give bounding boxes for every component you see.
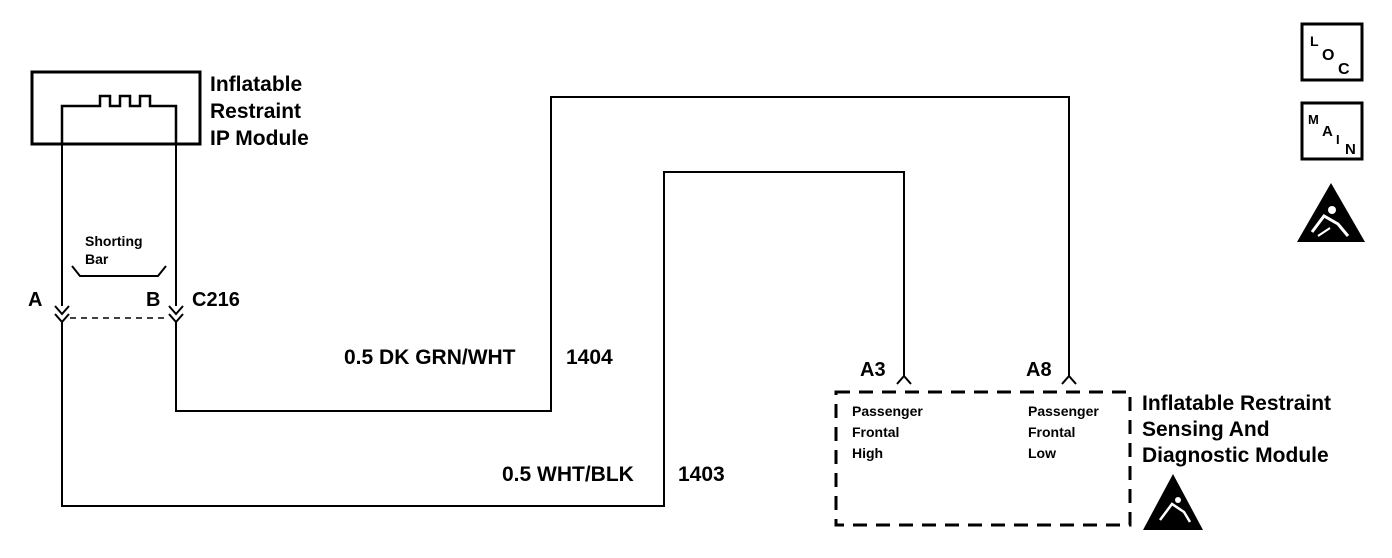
main-letter-m: M [1308, 112, 1319, 127]
connector-name: C216 [192, 289, 240, 311]
pin-a8-chevron [1061, 374, 1077, 385]
pin-a3-label: A3 [860, 359, 886, 381]
pin-b-label: B [146, 289, 160, 311]
ip-module-box[interactable] [30, 70, 202, 146]
sdm-label-3: Diagnostic Module [1142, 444, 1329, 467]
pin-a8-desc-1: Passenger [1028, 403, 1099, 419]
sdm-box[interactable] [834, 390, 1132, 527]
ip-module-label-2: Restraint [210, 100, 301, 123]
main-letter-i: I [1336, 132, 1340, 147]
wire-1404-circuit: 1404 [566, 346, 613, 369]
main-letter-n: N [1345, 141, 1356, 158]
shorting-bar-label-1: Shorting [85, 233, 143, 249]
wire-1403[interactable] [61, 171, 905, 507]
sdm-label-1: Inflatable Restraint [1142, 392, 1331, 415]
loc-letter-c: C [1338, 61, 1350, 78]
loc-letter-l: L [1310, 33, 1319, 49]
pin-a8-label: A8 [1026, 359, 1052, 381]
pin-a-label: A [28, 289, 42, 311]
loc-letter-o: O [1322, 47, 1334, 64]
loc-icon[interactable]: L O C [1300, 22, 1364, 82]
connector-b-chevron [168, 305, 184, 324]
pin-a3-desc-3: High [852, 445, 883, 461]
pin-a3-chevron [896, 374, 912, 385]
wire-1403-gauge-color: 0.5 WHT/BLK [502, 463, 634, 486]
ip-module-label-1: Inflatable [210, 73, 302, 96]
pin-a8-desc-2: Frontal [1028, 424, 1075, 440]
wire-1404-gauge-color: 0.5 DK GRN/WHT [344, 346, 516, 369]
pin-a3-desc-1: Passenger [852, 403, 923, 419]
main-icon[interactable]: M A I N [1300, 101, 1364, 161]
ip-module-label-3: IP Module [210, 127, 309, 150]
connector-a-chevron [54, 305, 70, 324]
sdm-label-2: Sensing And [1142, 418, 1270, 441]
squib-symbol [60, 94, 178, 144]
shorting-bar-label-2: Bar [85, 251, 109, 267]
wire-1403-circuit: 1403 [678, 463, 725, 486]
shorting-bar-bracket [71, 265, 167, 277]
esd-sensitive-icon [1143, 474, 1203, 530]
esd-warning-icon[interactable] [1297, 183, 1365, 242]
wire-1404[interactable] [175, 96, 1070, 412]
pin-a3-desc-2: Frontal [852, 424, 899, 440]
main-letter-a: A [1322, 123, 1333, 140]
pin-a8-desc-3: Low [1028, 445, 1056, 461]
